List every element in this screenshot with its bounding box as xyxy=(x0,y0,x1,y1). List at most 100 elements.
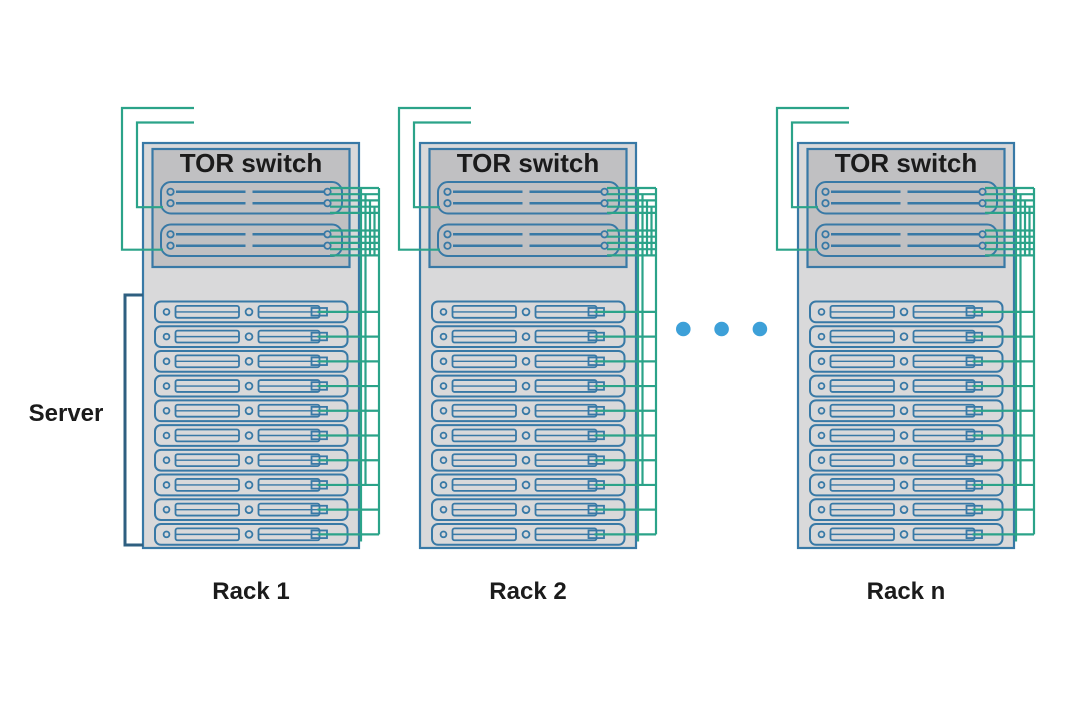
server-port-circle xyxy=(162,332,171,341)
tor-switch-unit-body xyxy=(160,223,343,257)
server-port-circle xyxy=(439,481,448,489)
server-port-circle xyxy=(817,382,826,390)
server-unit xyxy=(431,399,626,423)
tor-switch-label: TOR switch xyxy=(835,148,978,178)
tor-switch-unit xyxy=(437,223,620,257)
tor-uplink-line xyxy=(135,121,194,209)
server-port-circle xyxy=(899,505,909,514)
server-port-circle xyxy=(244,505,254,514)
server-port-circle xyxy=(817,357,826,366)
server-port-circle xyxy=(244,307,254,317)
server-port-circle xyxy=(521,505,531,514)
rack-label: Rack n xyxy=(867,578,946,605)
server-port-circle xyxy=(521,530,531,539)
tor-switch-unit xyxy=(437,181,620,215)
switch-port-circle xyxy=(443,199,452,208)
server-unit xyxy=(154,325,349,349)
server-unit xyxy=(809,374,1004,398)
server-unit xyxy=(154,374,349,398)
switch-port-circle xyxy=(600,199,609,208)
server-port-circle xyxy=(521,480,531,490)
tor-switch-unit xyxy=(815,181,998,215)
rack-cabling xyxy=(120,106,381,542)
switch-port-circle xyxy=(443,230,452,239)
tor-switch-unit xyxy=(160,223,343,257)
server-port-circle xyxy=(521,455,531,465)
switch-port-circle xyxy=(821,199,830,208)
server-port-circle xyxy=(244,480,254,490)
server-port-circle xyxy=(439,530,448,539)
server-port-circle xyxy=(244,357,254,366)
server-port-circle xyxy=(162,481,171,489)
server-unit xyxy=(809,448,1004,472)
server-port-circle xyxy=(162,431,171,440)
server-port-circle xyxy=(899,455,909,465)
server-port-circle xyxy=(817,406,826,415)
server-port-circle xyxy=(162,505,171,514)
server-port-circle xyxy=(521,406,531,416)
server-unit xyxy=(154,498,349,522)
tor-switch-unit-body xyxy=(815,181,998,215)
server-port-circle xyxy=(162,406,171,415)
server-port-circle xyxy=(439,308,448,316)
server-port-circle xyxy=(817,505,826,514)
rack-cabling xyxy=(775,106,1036,542)
switch-port-circle xyxy=(600,230,609,239)
server-port-circle xyxy=(439,332,448,341)
switch-port-circle xyxy=(821,187,830,196)
tor-uplink-line xyxy=(775,106,849,251)
server-port-circle xyxy=(817,456,826,465)
server-port-circle xyxy=(162,382,171,390)
server-port-circle xyxy=(521,431,531,440)
tor-uplink-line xyxy=(120,106,194,251)
server-port-circle xyxy=(521,381,531,391)
tor-uplink-line xyxy=(412,121,471,209)
switch-port-circle xyxy=(600,241,609,250)
switch-port-circle xyxy=(821,230,830,239)
switch-port-circle xyxy=(323,199,332,208)
tor-uplink-line xyxy=(790,121,849,209)
tor-switch-panel xyxy=(151,147,351,269)
server-port-circle xyxy=(817,332,826,341)
server-port-circle xyxy=(439,431,448,440)
tor-switch-unit-body xyxy=(437,223,620,257)
switch-port-circle xyxy=(978,199,987,208)
server-port-circle xyxy=(439,357,448,366)
server-port-circle xyxy=(817,431,826,440)
switch-port-circle xyxy=(166,230,175,239)
switch-port-circle xyxy=(978,241,987,250)
server-port-circle xyxy=(817,530,826,539)
server-port-circle xyxy=(439,382,448,390)
server-port-circle xyxy=(817,308,826,316)
tor-switch-label: TOR switch xyxy=(457,148,600,178)
server-unit xyxy=(431,325,626,349)
ellipsis-dot xyxy=(676,321,691,337)
server-port-circle xyxy=(244,381,254,391)
switch-port-circle xyxy=(978,187,987,196)
switch-port-circle xyxy=(323,230,332,239)
server-port-circle xyxy=(899,357,909,366)
tor-switch-unit-body xyxy=(437,181,620,215)
switch-port-circle xyxy=(166,199,175,208)
tor-switch-unit-body xyxy=(815,223,998,257)
server-port-circle xyxy=(162,530,171,539)
server-port-circle xyxy=(439,505,448,514)
server-port-circle xyxy=(899,381,909,391)
server-unit xyxy=(154,473,349,497)
server-port-circle xyxy=(439,406,448,415)
server-port-circle xyxy=(162,357,171,366)
rack-label: Rack 1 xyxy=(212,578,289,605)
server-unit xyxy=(431,498,626,522)
server-port-circle xyxy=(899,332,909,341)
tor-uplink-line xyxy=(397,106,471,251)
switch-port-circle xyxy=(443,241,452,250)
switch-port-circle xyxy=(443,187,452,196)
server-port-circle xyxy=(899,307,909,317)
switch-port-circle xyxy=(978,230,987,239)
server-port-circle xyxy=(899,431,909,440)
